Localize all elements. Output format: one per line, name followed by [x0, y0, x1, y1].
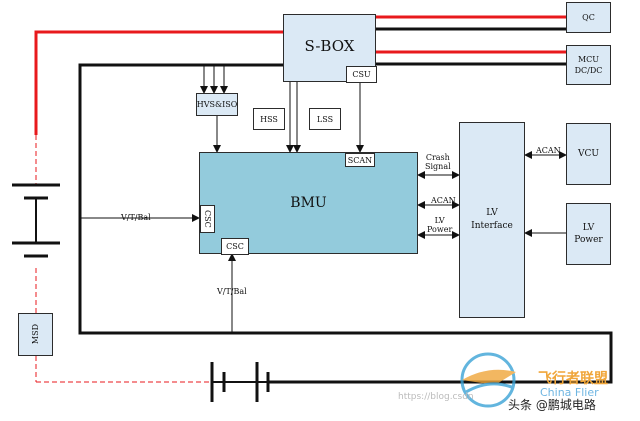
lv-power-label: LV Power — [574, 223, 603, 245]
bmu-block: BMU SCAN CSC CSC — [199, 152, 418, 255]
msd-label: MSD — [31, 324, 40, 345]
scan-block: SCAN — [345, 153, 375, 167]
csu-block: CSU — [346, 66, 377, 83]
bmu-label: BMU — [290, 195, 327, 211]
csc-bottom-block: CSC — [221, 238, 249, 255]
vtbal-bottom-label: V/T/Bal — [217, 287, 247, 296]
battery-left — [12, 183, 60, 258]
hvs-iso-label: HVS&ISO — [196, 100, 238, 109]
csu-label: CSU — [352, 70, 371, 79]
acan-vcu-label: ACAN — [536, 146, 561, 155]
watermark-url: https://blog.csdn — [398, 392, 474, 402]
hv-positive-wires — [34, 15, 566, 135]
csc-side-label: CSC — [203, 210, 212, 228]
lv-interface-block: LV Interface — [459, 122, 525, 318]
watermark-brand-en: China Flier — [540, 386, 599, 399]
battery-bottom — [210, 362, 270, 402]
acan-mid-label: ACAN — [431, 196, 456, 205]
vcu-block: VCU — [566, 123, 611, 185]
hvs-iso-block: HVS&ISO — [196, 93, 238, 116]
lv-power-block: LV Power — [566, 203, 611, 265]
csc-bottom-label: CSC — [226, 242, 244, 251]
qc-block: QC — [566, 2, 611, 33]
scan-label: SCAN — [347, 155, 373, 165]
mcu-dcdc-block: MCU DC/DC — [566, 45, 611, 85]
hss-block: HSS — [253, 108, 285, 130]
watermark-logo-icon — [460, 352, 516, 408]
signal-lines — [80, 65, 567, 333]
sbox-block: S-BOX CSU — [283, 14, 377, 83]
hss-label: HSS — [260, 114, 278, 124]
lss-label: LSS — [316, 114, 334, 124]
mcu-label: MCU DC/DC — [574, 55, 603, 75]
vcu-label: VCU — [578, 148, 599, 159]
qc-label: QC — [582, 13, 595, 22]
lv-interface-label: LV Interface — [471, 208, 513, 231]
vtbal-left-label: V/T/Bal — [121, 213, 151, 222]
watermark-brand: 飞行者联盟 — [538, 371, 608, 387]
lv-power-small-label: LV Power — [427, 216, 453, 234]
lss-block: LSS — [309, 108, 341, 130]
msd-block: MSD — [18, 313, 53, 356]
csc-side-block: CSC — [200, 205, 215, 233]
watermark-author: 头条 @鹏城电路 — [508, 398, 596, 412]
crash-signal-label: Crash Signal — [425, 153, 451, 171]
sbox-label: S-BOX — [304, 37, 355, 55]
hv-negative-wires — [78, 27, 613, 384]
msd-dashed-wires — [35, 135, 212, 383]
